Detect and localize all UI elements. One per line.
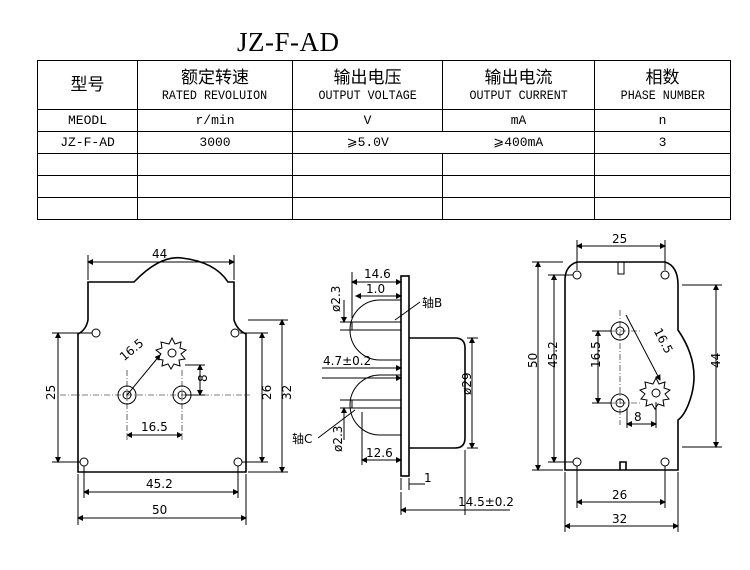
dim-gear-radius: 16.5 — [117, 336, 146, 364]
dim-back-hole-spacing: 16.5 — [589, 341, 603, 368]
side-mount-plate — [400, 275, 410, 477]
table-units-row: MEODL r/min V mA n — [37, 109, 731, 132]
table-row — [37, 197, 731, 220]
mount-hole — [572, 457, 582, 467]
dim-hole-spacing: 16.5 — [141, 420, 168, 434]
side-view: 14.6 1.0 ø2.3 轴B 4.7±0.2 ø29 轴C ø2.3 12.… — [292, 267, 514, 515]
dim-flange-len: 12.6 — [366, 446, 393, 460]
header-model: 型号 — [37, 60, 138, 110]
dim-plate-thk: 1 — [424, 471, 432, 485]
dim-top-width: 44 — [152, 247, 167, 261]
shaft-c — [351, 399, 402, 409]
label-shaft-c: 轴C — [292, 431, 312, 446]
gear-hub — [651, 388, 661, 398]
dim-back-bottom-outer: 32 — [612, 512, 627, 526]
dim-bottom-dia: ø2.3 — [331, 426, 345, 452]
mount-hole — [572, 270, 582, 280]
dim-right-inner: 26 — [260, 385, 274, 400]
dim-offset: 4.7±0.2 — [323, 354, 371, 368]
gear-icon — [638, 376, 672, 410]
gear-icon — [154, 336, 188, 370]
table-cell: 3000 — [137, 131, 293, 154]
dim-back-bottom-inner: 26 — [612, 488, 627, 502]
dim-shaft-len: 14.6 — [364, 267, 391, 281]
table-row — [37, 153, 731, 176]
table-cell — [594, 197, 731, 220]
dim-back-left-inner: 45.2 — [546, 341, 560, 368]
back-plate-outline — [564, 261, 695, 471]
dim-left-height: 25 — [44, 385, 58, 400]
dim-back-left-outer: 50 — [526, 353, 540, 368]
top-slot — [617, 261, 625, 275]
dim-body-dia: ø29 — [460, 372, 474, 395]
gear-hub — [167, 348, 177, 358]
side-motor-body — [409, 337, 466, 449]
dim-bottom-inner: 45.2 — [146, 477, 173, 491]
dim-back-right: 44 — [709, 353, 723, 368]
dim-bottom-outer: 50 — [152, 503, 167, 517]
side-gear-lower — [349, 374, 401, 436]
mount-hole — [91, 328, 101, 338]
drawing-title: JZ-F-AD — [237, 27, 340, 57]
mount-hole — [79, 457, 89, 467]
table-cell: mA — [442, 109, 595, 132]
mount-hole — [233, 457, 243, 467]
mount-hole — [230, 328, 240, 338]
front-view: 44 16.5 8 16.5 25 26 32 45.2 — [44, 247, 294, 525]
shaft-b — [351, 321, 402, 331]
dim-back-top: 25 — [612, 232, 627, 246]
table-cell: MEODL — [37, 109, 138, 132]
dim-top-dia: ø2.3 — [329, 286, 343, 312]
label-shaft-b: 轴B — [422, 295, 442, 310]
table-row — [37, 175, 731, 198]
dim-back-gear-radius: 16.5 — [651, 326, 676, 356]
dim-total: 14.5±0.2 — [458, 495, 514, 509]
dim-gear-offset: 8 — [196, 374, 210, 382]
dim-back-gear-offset: 8 — [634, 410, 642, 424]
dim-right-outer: 32 — [280, 385, 294, 400]
mount-hole — [660, 457, 670, 467]
mount-hole — [660, 270, 670, 280]
dim-shaft-step: 1.0 — [366, 282, 385, 296]
back-view: 25 50 45.2 16.5 16.5 44 8 26 — [526, 232, 723, 532]
